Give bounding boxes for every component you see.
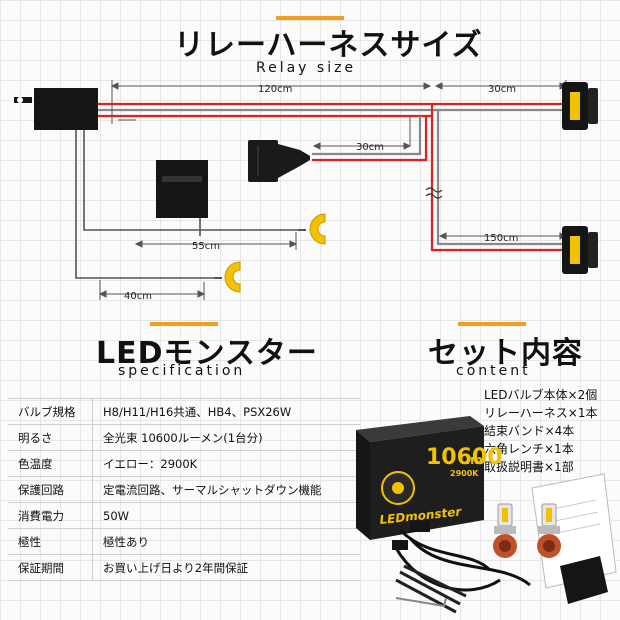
bulb-connector-top (562, 82, 598, 130)
bulb-connector-bottom (562, 226, 598, 274)
dim-30cm-top: 30cm (488, 84, 516, 95)
table-row: 色温度イエロー：2900K (8, 450, 360, 477)
dim-150cm: 150cm (484, 233, 518, 244)
hex-wrench (395, 597, 447, 608)
list-item: 結束バンド×4本 (484, 424, 575, 438)
zip-ties (395, 564, 467, 614)
content-title-accent (458, 322, 526, 326)
list-item: 六角レンチ×1本 (484, 442, 574, 456)
box-lumen-unit: lm (466, 453, 483, 467)
box-kelvin: 2900K (450, 469, 479, 478)
harness-relay-box (560, 556, 608, 604)
spec-title: LEDモンスター (96, 336, 318, 371)
content-list: LEDバルブ本体×2個 リレーハーネス×1本 結束バンド×4本 六角レンチ×1本… (484, 386, 597, 476)
dim-120cm: 120cm (258, 84, 292, 95)
list-item: リレーハーネス×1本 (484, 406, 598, 420)
table-row: 極性極性あり (8, 528, 360, 555)
dim-55cm: 55cm (192, 241, 220, 252)
box-lumen: 10600 (426, 445, 503, 470)
led-bulb-right (537, 503, 561, 558)
table-row: 明るさ全光束 10600ルーメン(1台分) (8, 424, 360, 451)
product-box: 10600 lm 2900K LEDmonster (356, 416, 503, 540)
spec-title-accent (150, 322, 218, 326)
dim-30cm-center: 30cm (356, 142, 384, 153)
product-photo: 10600 lm 2900K LEDmonster (356, 416, 617, 614)
spec-subtitle: specification (118, 363, 246, 379)
relay-title: リレーハーネスサイズ (174, 28, 483, 63)
content-subtitle: content (456, 363, 531, 379)
relay-unit (14, 88, 98, 130)
relay-harness-diagram: 120cm 30cm 30cm 55cm 40cm 150cm (14, 80, 598, 302)
relay-title-accent (276, 16, 344, 20)
relay-subtitle: Relay size (256, 60, 357, 76)
power-connector (248, 140, 310, 182)
table-row: 保護回路定電流回路、サーマルシャットダウン機能 (8, 476, 360, 503)
content-title: セット内容 (428, 336, 583, 371)
led-bulb-left (493, 503, 517, 558)
table-row: 保証期間お買い上げ日より2年間保証 (8, 554, 360, 581)
list-item: 取扱説明書×1部 (484, 460, 574, 474)
control-unit (156, 160, 208, 218)
dim-40cm: 40cm (124, 291, 152, 302)
list-item: LEDバルブ本体×2個 (484, 388, 598, 402)
ring-terminal-1 (298, 213, 326, 245)
ring-terminal-2 (214, 261, 241, 293)
